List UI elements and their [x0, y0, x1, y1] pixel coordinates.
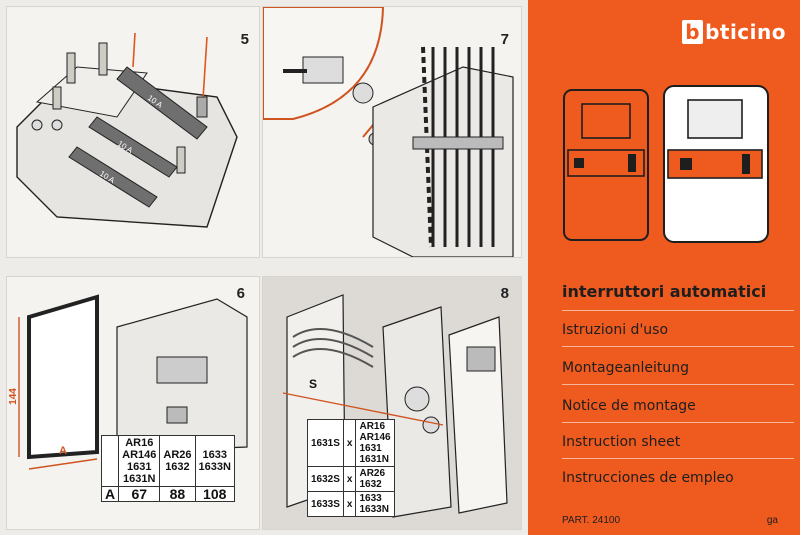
divider [562, 458, 794, 459]
width-dimension-label: A [59, 445, 67, 457]
panel-7: 7 [262, 6, 522, 258]
breaker-enclosures-illustration [563, 85, 769, 243]
dim-value-1: 67 [118, 486, 161, 502]
height-dimension-label: 144 [7, 388, 19, 405]
cutout-dimension-illustration [18, 294, 248, 470]
language-french: Notice de montage [562, 398, 696, 414]
screw-mount-illustration [263, 7, 514, 257]
document-code: ga [766, 515, 778, 526]
cover-title: interruttori automatici [562, 282, 767, 301]
language-italian: Istruzioni d'uso [562, 322, 669, 338]
panel-5: 5 10 A 10 A 10 A [6, 6, 260, 258]
divider [562, 384, 794, 385]
divider [562, 422, 794, 423]
panel-number: 5 [240, 31, 249, 48]
language-spanish: Instrucciones de empleo [562, 470, 734, 486]
box-assembly-illustration [282, 294, 508, 518]
divider [562, 310, 794, 311]
divider [562, 346, 794, 347]
panel-number: 7 [500, 31, 509, 48]
dim-row-label: A [100, 486, 120, 502]
box-label: S [309, 377, 318, 391]
breaker-terminals-illustration: 10 A 10 A 10 A [16, 32, 238, 228]
language-german: Montageanleitung [562, 360, 690, 376]
language-english: Instruction sheet [562, 434, 681, 450]
dim-value-3: 108 [194, 486, 235, 502]
panel-number: 8 [500, 285, 509, 302]
panel-number: 6 [236, 285, 245, 302]
dim-value-2: 88 [159, 486, 196, 502]
part-number: PART. 24100 [562, 515, 621, 526]
